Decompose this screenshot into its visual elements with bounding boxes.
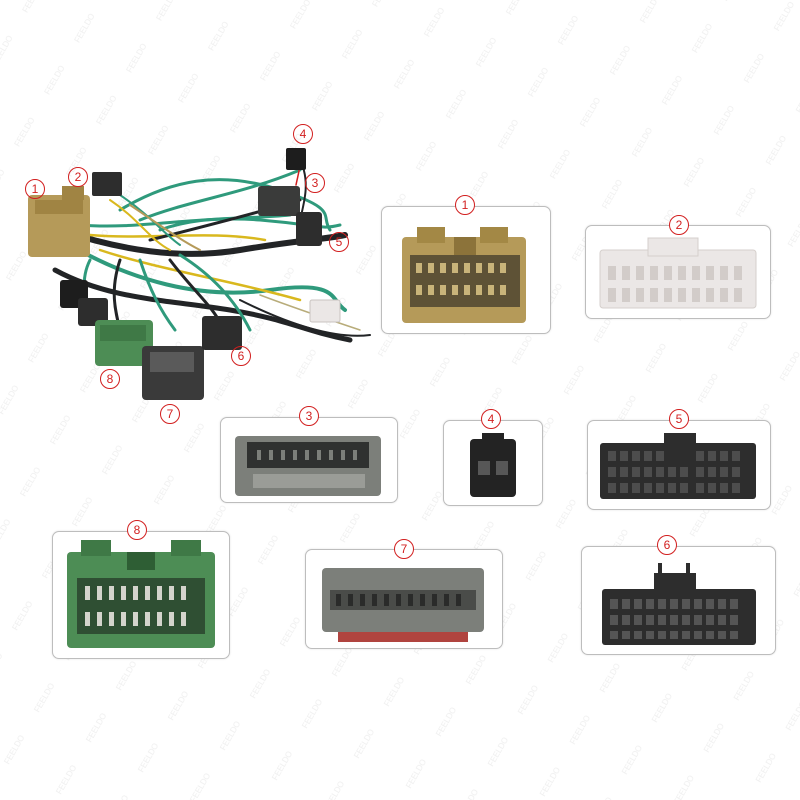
connector-panel-8 — [52, 531, 230, 659]
connector-panel-4 — [443, 420, 543, 506]
panel-badge-4: 4 — [481, 409, 501, 429]
connector-8-image — [67, 540, 215, 648]
connector-5-image — [600, 433, 756, 499]
connector-panel-3 — [220, 417, 398, 503]
connector-panel-2 — [585, 225, 771, 319]
harness-badge-1: 1 — [25, 179, 45, 199]
harness-badge-8: 8 — [100, 369, 120, 389]
harness-badge-2: 2 — [68, 167, 88, 187]
panel-badge-6: 6 — [657, 535, 677, 555]
harness-badge-3: 3 — [305, 173, 325, 193]
panel-badge-7: 7 — [394, 539, 414, 559]
connector-6-image — [602, 563, 756, 645]
panel-badge-5: 5 — [669, 409, 689, 429]
panel-badge-2: 2 — [669, 215, 689, 235]
connector-panel-5 — [587, 420, 771, 510]
panel-badge-3: 3 — [299, 406, 319, 426]
panel-badge-8: 8 — [127, 520, 147, 540]
connector-3-image — [235, 436, 381, 496]
connector-2-image — [599, 237, 757, 309]
connector-4-image — [470, 433, 516, 497]
panel-badge-1: 1 — [455, 195, 475, 215]
harness-badge-6: 6 — [231, 346, 251, 366]
harness-badge-5: 5 — [329, 232, 349, 252]
wiring-harness — [28, 148, 371, 400]
harness-badge-4: 4 — [293, 124, 313, 144]
connector-1-image — [402, 227, 526, 323]
connector-7-image — [322, 568, 484, 642]
connector-panel-6 — [581, 546, 776, 655]
connector-panel-7 — [305, 549, 503, 649]
harness-badge-7: 7 — [160, 404, 180, 424]
connector-panel-1 — [381, 206, 551, 334]
connector-1-photo — [28, 186, 90, 257]
